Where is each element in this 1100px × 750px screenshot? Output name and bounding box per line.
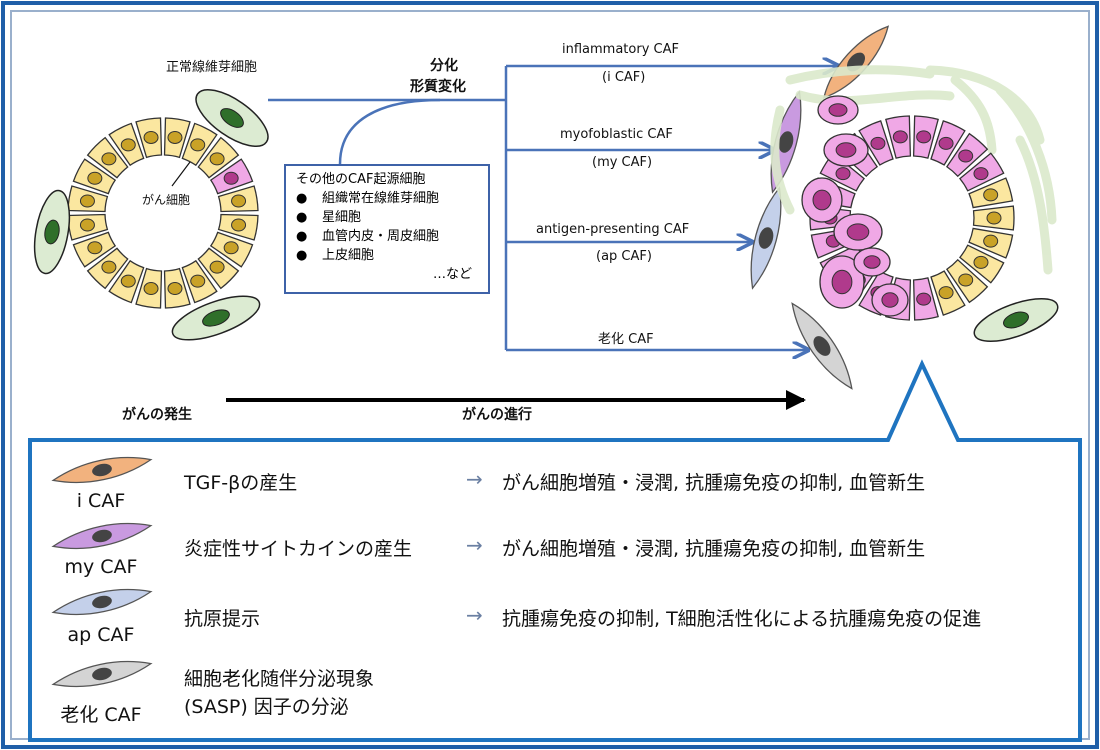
cell-nucleus [190,274,206,288]
other-sources-title: その他のCAF起源細胞 [296,172,426,187]
fibrous-stroma [770,65,1057,275]
mycaf-name: myofoblastic CAF [560,127,673,142]
process-label-2: 形質変化 [410,79,466,95]
icaf-name: inflammatory CAF [562,42,679,57]
apcaf-abbr: (ap CAF) [596,249,652,264]
legend-senescent-caf-cell [51,660,153,688]
other-sources-etc: …など [432,267,472,282]
cell-nucleus [209,260,225,274]
legend-senescent-caf-name: 老化 CAF [60,704,142,726]
cell-nucleus [120,138,136,152]
cell-nucleus [916,130,932,144]
normal-fibroblast-right [973,297,1059,343]
cell-nucleus [846,223,870,241]
bullet: ● [296,191,308,206]
cell-nucleus [79,194,95,208]
cell-nucleus [120,274,136,288]
bullet: ● [296,210,308,225]
legend-icaf-cell [51,456,153,484]
legend-senescent-caf-function-1: 細胞老化随伴分泌現象 [184,668,375,690]
mycaf-abbr: (my CAF) [592,155,653,170]
legend-callout [28,359,1082,742]
legend-apcaf-cell [51,588,153,616]
legend-icaf-function: TGF-βの産生 [184,472,298,494]
normal-gland [67,117,259,309]
cell-nucleus [973,167,989,181]
normal-fibroblast-label: 正常線維芽細胞 [166,60,258,75]
mycaf-cell [770,90,802,194]
cell-nucleus [863,255,881,269]
cell-nucleus [938,286,954,300]
bullet: ● [296,248,308,263]
legend-icaf-effect: がん細胞増殖・浸潤, 抗腫瘍免疫の抑制, 血管新生 [502,472,926,494]
cell-nucleus [986,211,1002,225]
cell-nucleus [881,292,899,308]
legend-apcaf-function: 抗原提示 [184,608,261,630]
legend-icaf-name: i CAF [76,490,126,512]
cell-nucleus [87,241,103,255]
cell-nucleus [983,234,999,248]
cell-nucleus [870,136,886,150]
other-source-item: 星細胞 [322,210,362,225]
other-source-item: 血管内皮・周皮細胞 [322,229,440,244]
legend-mycaf-name: my CAF [64,556,138,578]
cell-nucleus [101,260,117,274]
legend-apcaf-name: ap CAF [67,624,135,646]
cell-nucleus [143,130,159,144]
cell-nucleus [973,255,989,269]
cell-nucleus [983,188,999,202]
other-source-item: 組織常在線維芽細胞 [322,191,440,206]
arrow-icon: → [466,603,483,627]
timeline-end: がんの進行 [462,407,532,423]
legend-mycaf-effect: がん細胞増殖・浸潤, 抗腫瘍免疫の抑制, 血管新生 [502,538,926,560]
cell-nucleus [835,142,857,158]
cell-nucleus [958,149,974,163]
icaf-abbr: (i CAF) [602,70,646,85]
cell-nucleus [958,273,974,287]
cancer-cell-label: がん細胞 [142,193,191,207]
cell-nucleus [209,152,225,166]
legend-senescent-caf-function-2: (SASP) 因子の分泌 [184,696,349,718]
cell-nucleus [938,136,954,150]
cell-nucleus [167,130,183,144]
cell-nucleus [223,171,239,185]
senescent-caf-name: 老化 CAF [598,332,654,347]
legend-apcaf-effect: 抗腫瘍免疫の抑制, T細胞活性化による抗腫瘍免疫の促進 [502,608,982,630]
cell-nucleus [828,103,848,117]
other-source-item: 上皮細胞 [322,248,375,263]
cell-nucleus [143,282,159,296]
other-sources-box: その他のCAF起源細胞 ● 組織常在線維芽細胞 ● 星細胞 ● 血管内皮・周皮細胞 ●… [284,164,490,294]
cell-nucleus [231,218,247,232]
cell-nucleus [87,171,103,185]
cell-nucleus [831,269,853,295]
legend-mycaf-cell [51,522,153,550]
cell-nucleus [812,189,832,211]
cell-nucleus [916,292,932,306]
process-label-1: 分化 [430,58,458,74]
cell-nucleus [231,194,247,208]
bullet: ● [296,229,308,244]
cell-nucleus [101,152,117,166]
cancer-cell-pointer [171,161,191,187]
timeline-start: がんの発生 [122,407,192,423]
cell-nucleus [79,218,95,232]
legend-mycaf-function: 炎症性サイトカインの産生 [184,538,413,560]
senescent-caf-cell [791,302,853,390]
cell-nucleus [892,130,908,144]
normal-fibroblasts [33,89,269,341]
icaf-cell [822,25,890,99]
legend-cells [51,456,153,688]
cell-nucleus [223,241,239,255]
apcaf-name: antigen-presenting CAF [536,222,690,237]
cell-nucleus [167,282,183,296]
cell-nucleus [835,167,851,181]
flow-lines [268,66,838,350]
cell-nucleus [190,138,206,152]
tumor-gland [801,95,1015,321]
arrow-icon: → [466,533,483,557]
arrow-icon: → [466,467,483,491]
